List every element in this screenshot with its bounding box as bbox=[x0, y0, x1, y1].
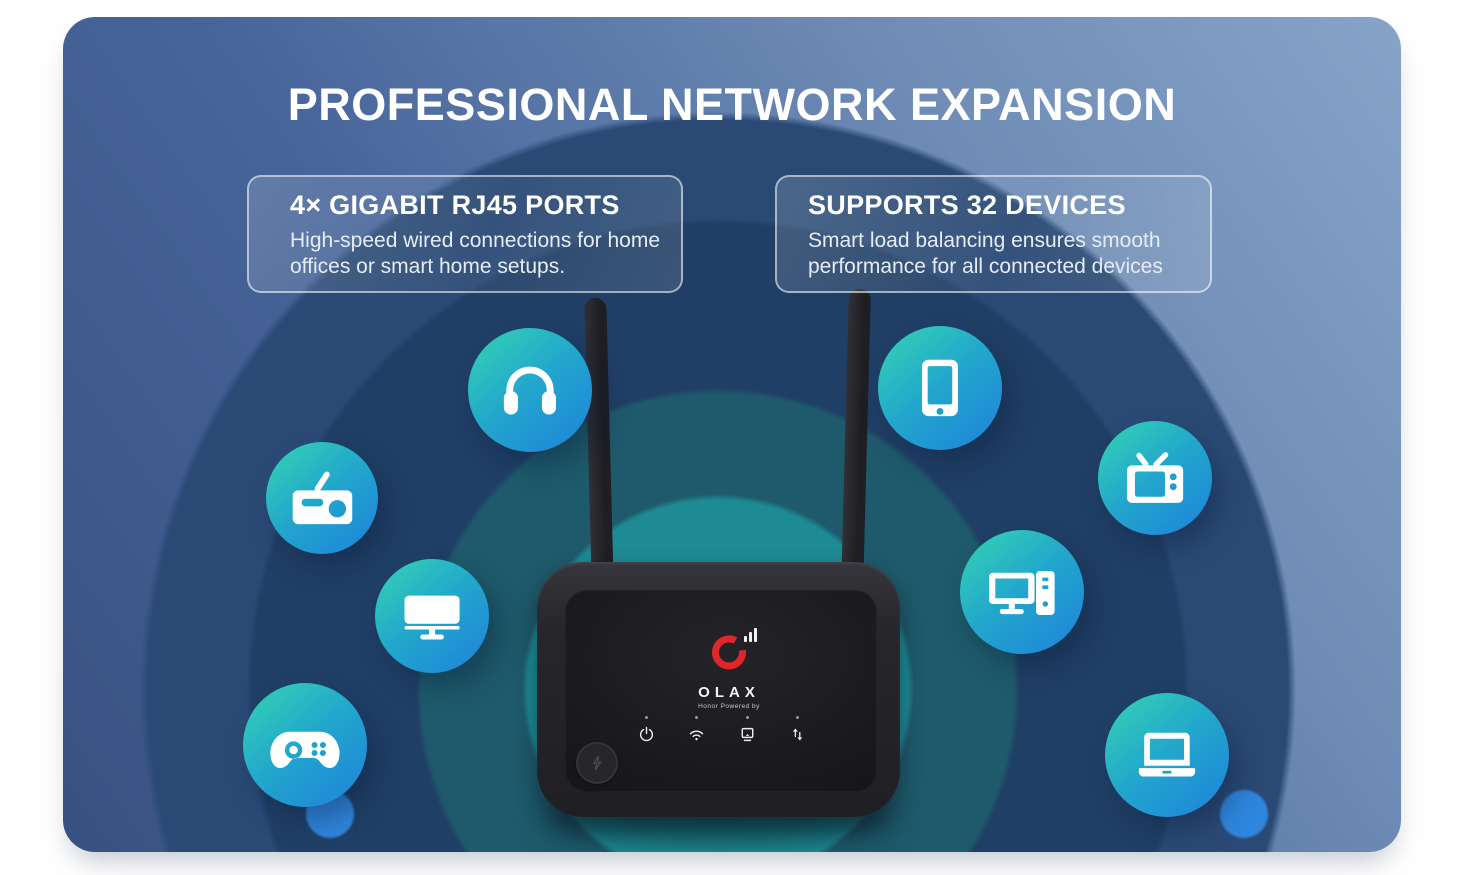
feature-body: Smart load balancing ensures smooth perf… bbox=[808, 229, 1163, 278]
radio-badge bbox=[266, 442, 378, 554]
power-indicator bbox=[631, 716, 661, 758]
radio-icon bbox=[292, 471, 352, 524]
smartphone-icon bbox=[922, 359, 958, 417]
brand-tagline: Honor Powered by bbox=[698, 703, 760, 710]
feature-heading: 4× GIGABIT RJ45 PORTS bbox=[290, 190, 620, 220]
laptop-icon bbox=[1138, 732, 1196, 777]
feature-box-rj45-ports: 4× GIGABIT RJ45 PORTS High-speed wired c… bbox=[247, 175, 683, 293]
desktop-computer-icon bbox=[989, 571, 1055, 616]
headphones-badge bbox=[468, 328, 592, 452]
feature-box-devices: SUPPORTS 32 DEVICES Smart load balancing… bbox=[775, 175, 1212, 293]
smartphone-badge bbox=[878, 326, 1002, 450]
desktop-computer-badge bbox=[960, 530, 1084, 654]
promo-canvas: PROFESSIONAL NETWORK EXPANSION 4× GIGABI… bbox=[63, 17, 1401, 852]
data-indicator bbox=[783, 716, 813, 758]
led-dot bbox=[644, 716, 648, 719]
monitor-badge bbox=[375, 559, 489, 673]
led-indicator-row bbox=[631, 716, 813, 758]
feature-body: High-speed wired connections for home of… bbox=[290, 229, 661, 278]
lan-icon bbox=[741, 727, 754, 742]
led-dot bbox=[796, 716, 800, 719]
logo-signal-bars-icon bbox=[744, 626, 757, 642]
wifi-icon bbox=[689, 730, 704, 741]
router-front-panel: OLAX Honor Powered by bbox=[565, 590, 877, 792]
led-dot bbox=[745, 716, 749, 719]
feature-heading: SUPPORTS 32 DEVICES bbox=[808, 190, 1126, 220]
game-controller-icon bbox=[270, 731, 340, 769]
wps-lightning-button bbox=[576, 742, 618, 784]
red-signal-ring-logo-icon bbox=[711, 635, 746, 670]
page-title: PROFESSIONAL NETWORK EXPANSION bbox=[287, 79, 1177, 130]
wifi-indicator bbox=[682, 716, 712, 758]
lightning-icon bbox=[593, 755, 602, 771]
brand-name: OLAX bbox=[698, 684, 760, 701]
power-icon bbox=[639, 726, 653, 742]
television-icon bbox=[1126, 452, 1184, 503]
laptop-badge bbox=[1105, 693, 1229, 817]
decor-glow-right bbox=[1220, 790, 1268, 838]
data-updown-icon bbox=[793, 728, 803, 741]
tv-badge bbox=[1098, 421, 1212, 535]
headphones-icon bbox=[503, 366, 557, 415]
lan-indicator bbox=[732, 716, 762, 758]
desktop-monitor-icon bbox=[404, 595, 460, 640]
gamepad-badge bbox=[243, 683, 367, 807]
led-dot bbox=[695, 716, 699, 719]
